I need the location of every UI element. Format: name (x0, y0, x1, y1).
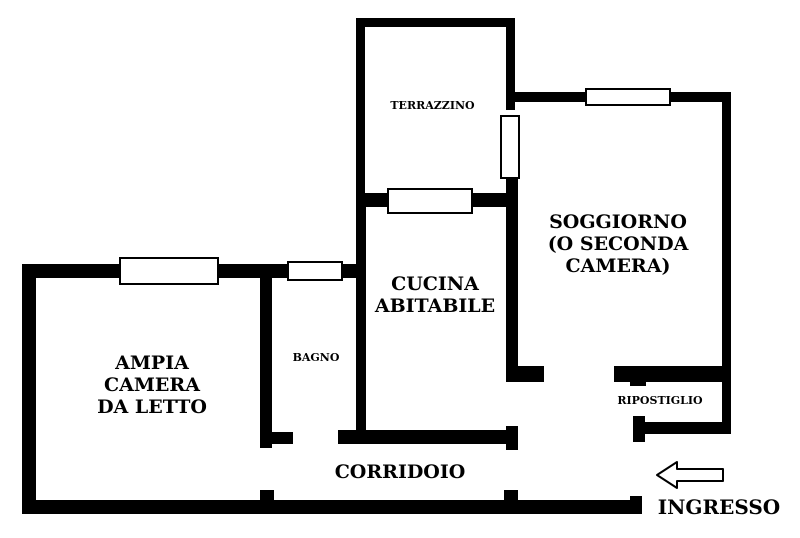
wall-soggiorno-left (506, 175, 518, 382)
label-cucina-line1: CUCINA (391, 273, 479, 295)
label-cucina: CUCINA ABITABILE (368, 273, 502, 318)
wall-bottom-stub-3 (630, 496, 642, 514)
label-soggiorno-line1: SOGGIORNO (549, 211, 687, 233)
label-soggiorno: SOGGIORNO (O SECONDA CAMERA) (522, 211, 714, 278)
label-soggiorno-line3: CAMERA) (565, 254, 671, 277)
label-camera-line3: DA LETTO (97, 395, 207, 418)
label-cucina-line2: ABITABILE (374, 294, 496, 317)
wall-cucina-bottom (338, 430, 518, 444)
wall-terrazzino-right (506, 18, 515, 110)
window-terrazzino-bottom (387, 188, 473, 214)
wall-soggiorno-right (722, 92, 731, 376)
label-camera-line2: CAMERA (104, 373, 200, 396)
label-corridoio: CORRIDOIO (334, 461, 466, 483)
wall-bagno-left (260, 264, 272, 448)
wall-bottom-stub-2 (504, 490, 518, 504)
label-bagno: BAGNO (292, 351, 340, 364)
wall-cucina-stub (506, 426, 518, 450)
label-camera: AMPIA CAMERA DA LETTO (52, 352, 252, 419)
label-camera-line1: AMPIA (115, 352, 189, 374)
wall-ripostiglio-right (722, 366, 731, 434)
window-bagno (287, 261, 343, 281)
wall-bagno-bottom-stub (260, 432, 293, 444)
window-camera (119, 257, 219, 285)
window-terrazzino-right (500, 115, 520, 179)
wall-bottom-stub-1 (260, 490, 274, 504)
label-terrazzino: TERRAZZINO (390, 99, 475, 112)
wall-terrazzino-top (356, 18, 515, 27)
arrow-left-icon (656, 461, 724, 489)
wall-soggiorno-bottom-left (506, 366, 544, 382)
wall-ripostiglio-top-stub (630, 374, 646, 386)
wall-terrazzino-left (356, 18, 365, 210)
label-soggiorno-line2: (O SECONDA (547, 232, 689, 255)
wall-camera-left (22, 264, 36, 514)
wall-cucina-left (356, 200, 366, 432)
label-ripostiglio: RIPOSTIGLIO (617, 394, 703, 407)
wall-ripostiglio-bottom (633, 422, 731, 434)
window-soggiorno-top (585, 88, 671, 106)
wall-bottom (22, 500, 642, 514)
label-ingresso: INGRESSO (657, 495, 781, 519)
wall-ripostiglio-stub (633, 416, 645, 442)
windows (119, 88, 671, 285)
